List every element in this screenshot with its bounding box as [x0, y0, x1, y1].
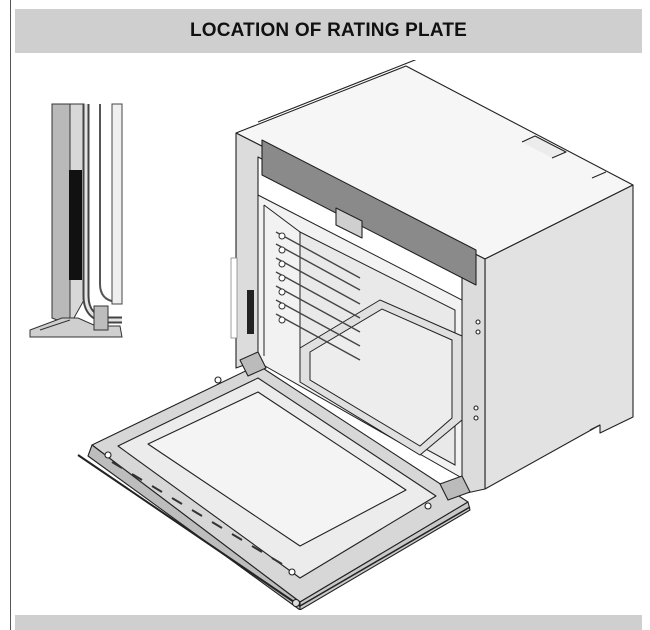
section-title: LOCATION OF RATING PLATE [189, 20, 468, 41]
oven-rating-plate-illustration [29, 60, 634, 610]
section-footer [15, 615, 642, 630]
section-header: LOCATION OF RATING PLATE [15, 9, 642, 53]
shelf-runners [275, 231, 361, 361]
rating-plate-inset [29, 103, 123, 338]
rating-plate-on-oven [247, 290, 254, 334]
oven-door [87, 351, 471, 610]
rating-plate-label [69, 170, 82, 280]
door-handle [77, 454, 471, 607]
oven-body [235, 60, 634, 495]
oven-cavity [257, 194, 463, 479]
left-margin-rule [10, 0, 11, 630]
